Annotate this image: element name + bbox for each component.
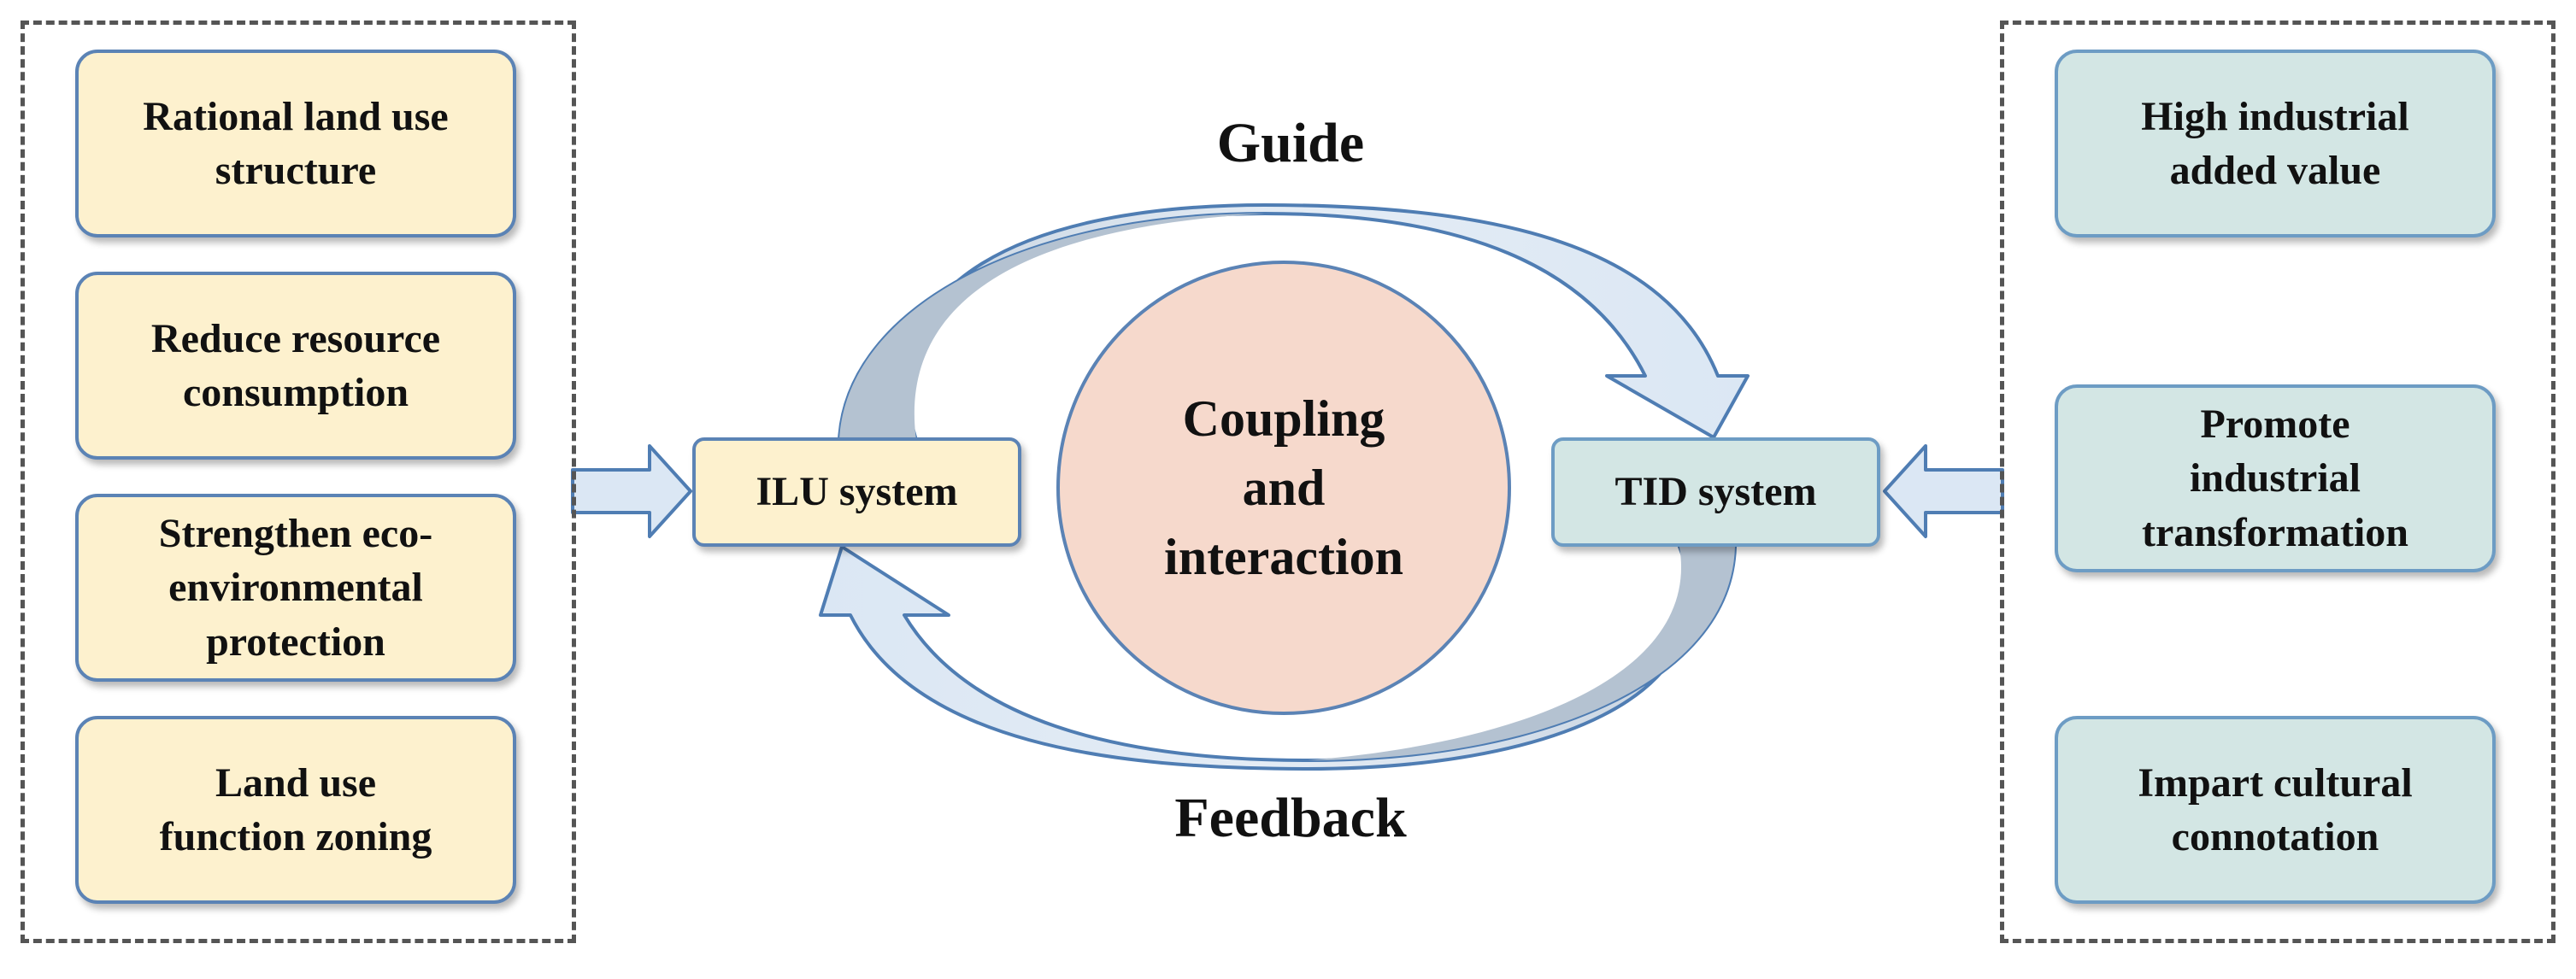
left-factor-panel xyxy=(21,21,576,943)
right-factor-box: High industrial added value xyxy=(2055,50,2496,237)
right-input-arrow xyxy=(1883,444,2004,538)
tid-system-box: TID system xyxy=(1551,437,1880,547)
guide-arrow-inner-shade xyxy=(839,214,1265,440)
left-factor-box: Reduce resource consumption xyxy=(75,272,516,460)
guide-label: Guide xyxy=(1216,112,1365,174)
left-factor-box: Strengthen eco- environmental protection xyxy=(75,494,516,682)
left-factor-box: Land use function zoning xyxy=(75,716,516,904)
feedback-label: Feedback xyxy=(1174,787,1407,849)
feedback-arrow-inner-shade xyxy=(1308,547,1735,760)
right-factor-box: Impart cultural connotation xyxy=(2055,716,2496,904)
coupling-interaction-circle: Coupling and interaction xyxy=(1056,261,1511,715)
left-input-arrow xyxy=(571,444,692,538)
left-factor-box: Rational land use structure xyxy=(75,50,516,237)
ilu-system-box: ILU system xyxy=(692,437,1021,547)
right-factor-panel xyxy=(2000,21,2555,943)
right-factor-box: Promote industrial transformation xyxy=(2055,384,2496,572)
